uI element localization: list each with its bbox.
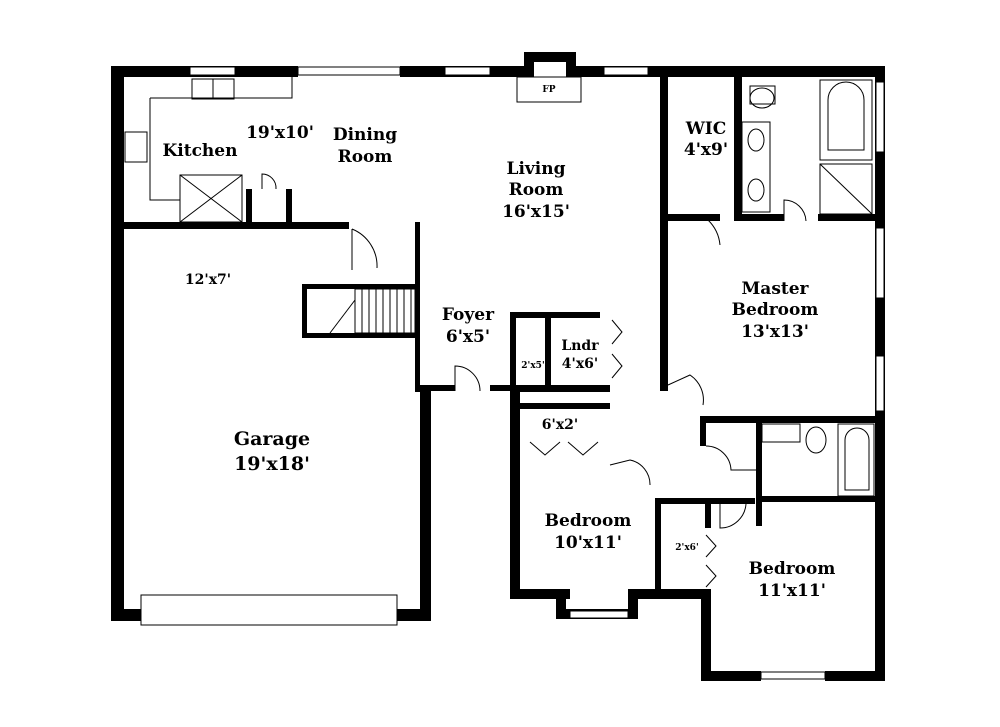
small-closet-dimensions: 2'x5' — [521, 361, 544, 371]
closet-2x6-dimensions: 2'x6' — [675, 543, 698, 553]
interior-walls — [111, 66, 880, 598]
dining-dimensions: 19'x10' — [246, 123, 314, 143]
bedroom2-dimensions: 10'x11' — [554, 533, 622, 553]
dining-name-line1: Dining — [333, 125, 397, 145]
master-dimensions: 13'x13' — [741, 322, 809, 342]
stairs — [329, 288, 416, 334]
mudroom-dimensions: 12'x7' — [185, 272, 231, 288]
wic-dimensions: 4'x9' — [684, 140, 728, 160]
living-dimensions: 16'x15' — [502, 202, 570, 222]
fireplace-label: FP — [542, 85, 555, 95]
fixtures — [124, 76, 875, 588]
laundry-name: Lndr — [561, 338, 599, 354]
bedroom3-name: Bedroom — [749, 559, 836, 579]
foyer-dimensions: 6'x5' — [446, 327, 490, 347]
living-name-line2: Room — [509, 180, 564, 200]
windows — [140, 66, 885, 680]
foyer-name: Foyer — [442, 305, 495, 325]
master-name-line1: Master — [741, 279, 809, 299]
master-name-line2: Bedroom — [732, 300, 819, 320]
living-name-line1: Living — [507, 159, 566, 179]
hall-closet-dimensions: 6'x2' — [542, 417, 578, 433]
bedroom3-dimensions: 11'x11' — [758, 581, 826, 601]
garage-name: Garage — [234, 428, 310, 450]
wic-name: WIC — [685, 119, 727, 139]
dining-name-line2: Room — [338, 147, 393, 167]
bedroom2-name: Bedroom — [545, 511, 632, 531]
garage-dimensions: 19'x18' — [234, 453, 310, 475]
kitchen-name: Kitchen — [163, 141, 238, 161]
room-labels: Kitchen 19'x10' Dining Room Living Room … — [163, 85, 836, 601]
laundry-dimensions: 4'x6' — [562, 356, 598, 372]
